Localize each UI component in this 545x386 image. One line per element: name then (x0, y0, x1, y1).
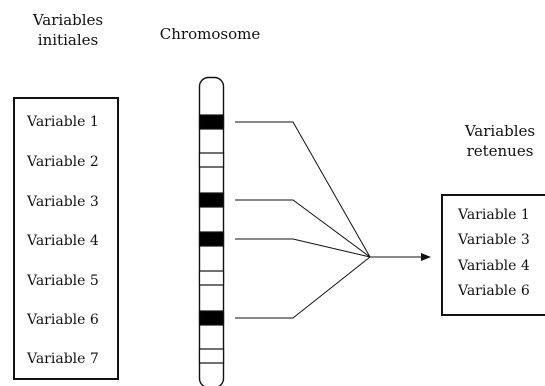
initial-variable-3: Variable 3 (27, 194, 99, 210)
selection-line-4 (235, 238, 371, 258)
selected-variable-3: Variable 4 (458, 258, 530, 274)
initial-variable-1: Variable 1 (27, 114, 99, 130)
initial-variable-7: Variable 7 (27, 351, 99, 367)
initial-variable-5: Variable 5 (27, 273, 99, 289)
initial-variable-6: Variable 6 (27, 312, 99, 328)
selected-variables-title: Variables retenues (440, 121, 545, 161)
initial-variables-title-line2: initiales (37, 31, 99, 49)
chromosome-gene-1-selected (198, 114, 225, 130)
selection-line-3 (235, 199, 371, 258)
initial-variable-4: Variable 4 (27, 233, 99, 249)
selected-variable-4: Variable 6 (458, 283, 530, 299)
initial-variables-box: Variable 1 Variable 2 Variable 3 Variabl… (13, 97, 119, 380)
chromosome-gene-3-selected (198, 192, 225, 208)
selection-line-6 (235, 256, 371, 319)
selected-variable-2: Variable 3 (458, 232, 530, 248)
initial-variables-title-line1: Variables (32, 11, 104, 29)
selected-variables-box: Variable 1 Variable 3 Variable 4 Variabl… (441, 194, 545, 316)
initial-variable-2: Variable 2 (27, 154, 99, 170)
chromosome-gene-6-selected (198, 310, 225, 326)
chromosome-gene-2-unselected (198, 152, 225, 168)
selected-variables-title-line2: retenues (466, 142, 534, 160)
selection-line-1 (235, 121, 371, 258)
chromosome-gene-4-selected (198, 231, 225, 247)
selected-variable-1: Variable 1 (458, 207, 530, 223)
chromosome-title: Chromosome (159, 25, 261, 43)
chromosome-gene-7-unselected (198, 348, 225, 364)
chromosome-genes (198, 114, 225, 364)
selected-variables-title-line1: Variables (464, 122, 536, 140)
initial-variables-title: Variables initiales (12, 10, 124, 50)
chromosome-gene-5-unselected (198, 270, 225, 286)
